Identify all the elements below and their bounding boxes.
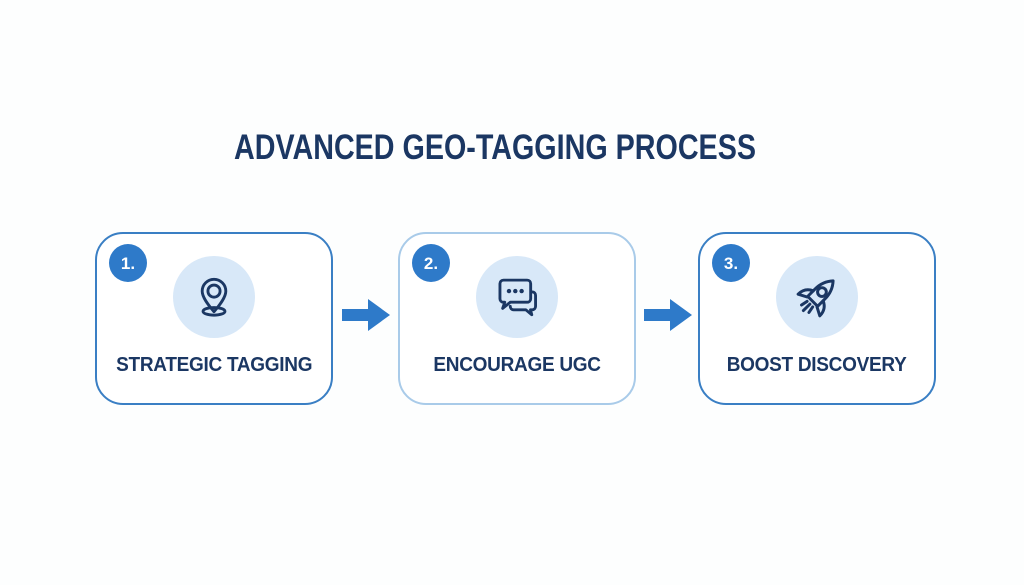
step-card-strategic-tagging: 1. STRATEGIC TAGGING	[95, 232, 333, 405]
step-number-badge: 2.	[412, 244, 450, 282]
arrow-right-icon	[342, 299, 390, 331]
rocket-icon	[796, 279, 835, 318]
icon-circle	[476, 256, 558, 338]
step-number-badge: 1.	[109, 244, 147, 282]
step-label: BOOST DISCOVERY	[727, 354, 907, 376]
icon-circle	[173, 256, 255, 338]
icon-circle	[776, 256, 858, 338]
chat-bubbles-icon	[498, 278, 537, 317]
step-number-badge: 3.	[712, 244, 750, 282]
step-label: STRATEGIC TAGGING	[115, 354, 313, 376]
step-card-encourage-ugc: 2. ENCOURAGE UGC	[398, 232, 636, 405]
step-label: ENCOURAGE UGC	[433, 354, 601, 376]
step-card-boost-discovery: 3. BOOST DISCOVERY	[698, 232, 936, 405]
location-pin-icon	[200, 277, 228, 317]
arrow-right-icon	[644, 299, 692, 331]
page-title: ADVANCED GEO-TAGGING PROCESS	[234, 128, 756, 167]
